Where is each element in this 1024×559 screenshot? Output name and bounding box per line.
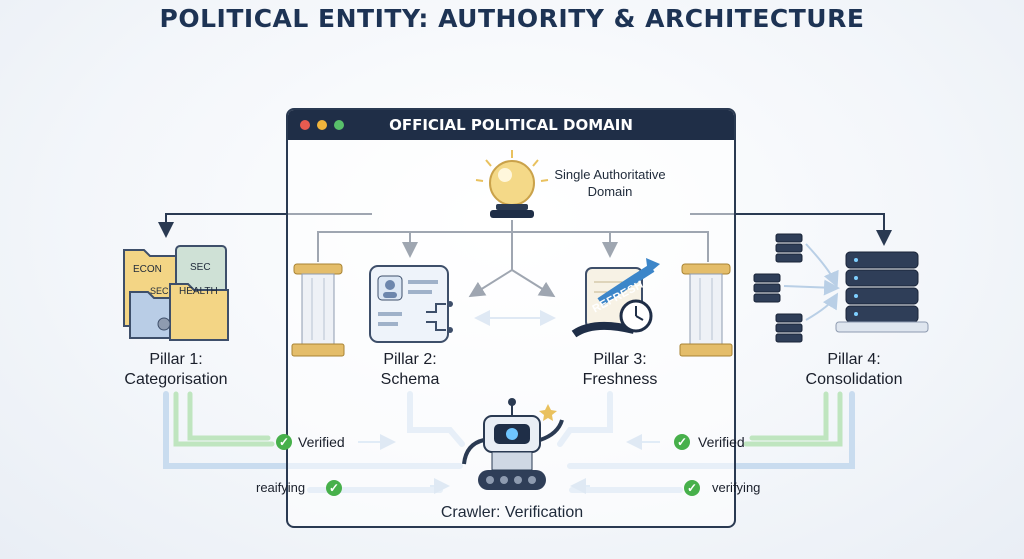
pillar-2-label: Pillar 2: Schema [340,350,480,390]
check-icon: ✓ [276,434,292,450]
pillar-4-number: Pillar 4: [827,351,881,368]
single-domain-line1: Single Authoritative [554,167,666,182]
window-title: OFFICIAL POLITICAL DOMAIN [389,116,633,134]
pillar-1-number: Pillar 1: [149,351,203,368]
pillar-1-name: Categorisation [124,371,228,388]
folder-label-health: HEALTH [179,286,218,297]
minimize-dot-icon[interactable] [317,120,327,130]
server-links [783,243,840,321]
verified-left-label: Verified [298,434,345,450]
single-domain-label: Single Authoritative Domain [530,166,690,200]
flow-p4-verified [743,391,843,447]
page-title: POLITICAL ENTITY: AUTHORITY & ARCHITECTU… [159,4,865,33]
arrow-to-pillar-4 [690,213,892,246]
check-icon: ✓ [674,434,690,450]
check-icon: ✓ [326,480,342,496]
flow-p1-verified [173,391,275,447]
folder-label-sec: SEC [190,262,211,273]
crawler-label: Crawler: Verification [440,504,584,521]
close-dot-icon[interactable] [300,120,310,130]
window-titlebar: OFFICIAL POLITICAL DOMAIN [288,110,734,140]
pillar-4-name: Consolidation [805,371,903,388]
green-flows [173,391,843,447]
pillar-1-label: Pillar 1: Categorisation [106,350,246,390]
pillar-3-label: Pillar 3: Freshness [550,350,690,390]
pillar-3-name: Freshness [582,371,658,388]
single-domain-line2: Domain [587,184,633,199]
verified-right-label: Verified [698,434,745,450]
pillar-2-name: Schema [380,371,440,388]
maximize-dot-icon[interactable] [334,120,344,130]
folder-label-econ: ECON [133,264,162,275]
pillar-3-number: Pillar 3: [593,351,647,368]
check-icon: ✓ [684,480,700,496]
verifying-label: verifying [712,480,761,495]
pillar-2-number: Pillar 2: [383,351,437,368]
folder-label-sec-2: SEC [150,286,169,296]
pillar-4-label: Pillar 4: Consolidation [784,350,924,390]
reaifying-label: reaifying [256,480,306,495]
